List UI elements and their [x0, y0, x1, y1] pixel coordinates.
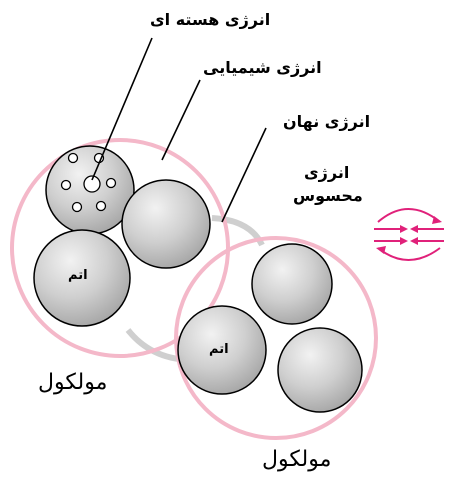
molecule-right-outline [174, 236, 378, 440]
leader-chemical [161, 79, 201, 161]
label-molecule-left: مولکول [38, 370, 108, 395]
atom-left-right [121, 179, 211, 269]
label-molecule-right: مولکول [262, 447, 332, 472]
atom-right-left [177, 305, 267, 395]
label-nuclear-energy: انرژی هسته ای [150, 10, 271, 29]
atom-left-bottom [33, 229, 131, 327]
label-sensible-energy-line1: انرژی [304, 163, 350, 182]
atom-right-bottom [277, 327, 363, 413]
leader-latent [221, 127, 267, 223]
label-chemical-energy: انرژی شیمیایی [203, 58, 322, 77]
label-atom-right: اتم [209, 342, 229, 357]
label-latent-energy: انرژی نهان [283, 112, 371, 131]
leader-nuclear [91, 37, 153, 181]
label-atom-left: اتم [68, 268, 88, 283]
label-sensible-energy-line2: محسوس [293, 186, 363, 205]
sensible-energy-symbol [374, 208, 444, 261]
nucleus-particles [60, 152, 117, 213]
atom-right-top [251, 243, 333, 325]
sensible-energy-arrowheads [376, 216, 442, 254]
